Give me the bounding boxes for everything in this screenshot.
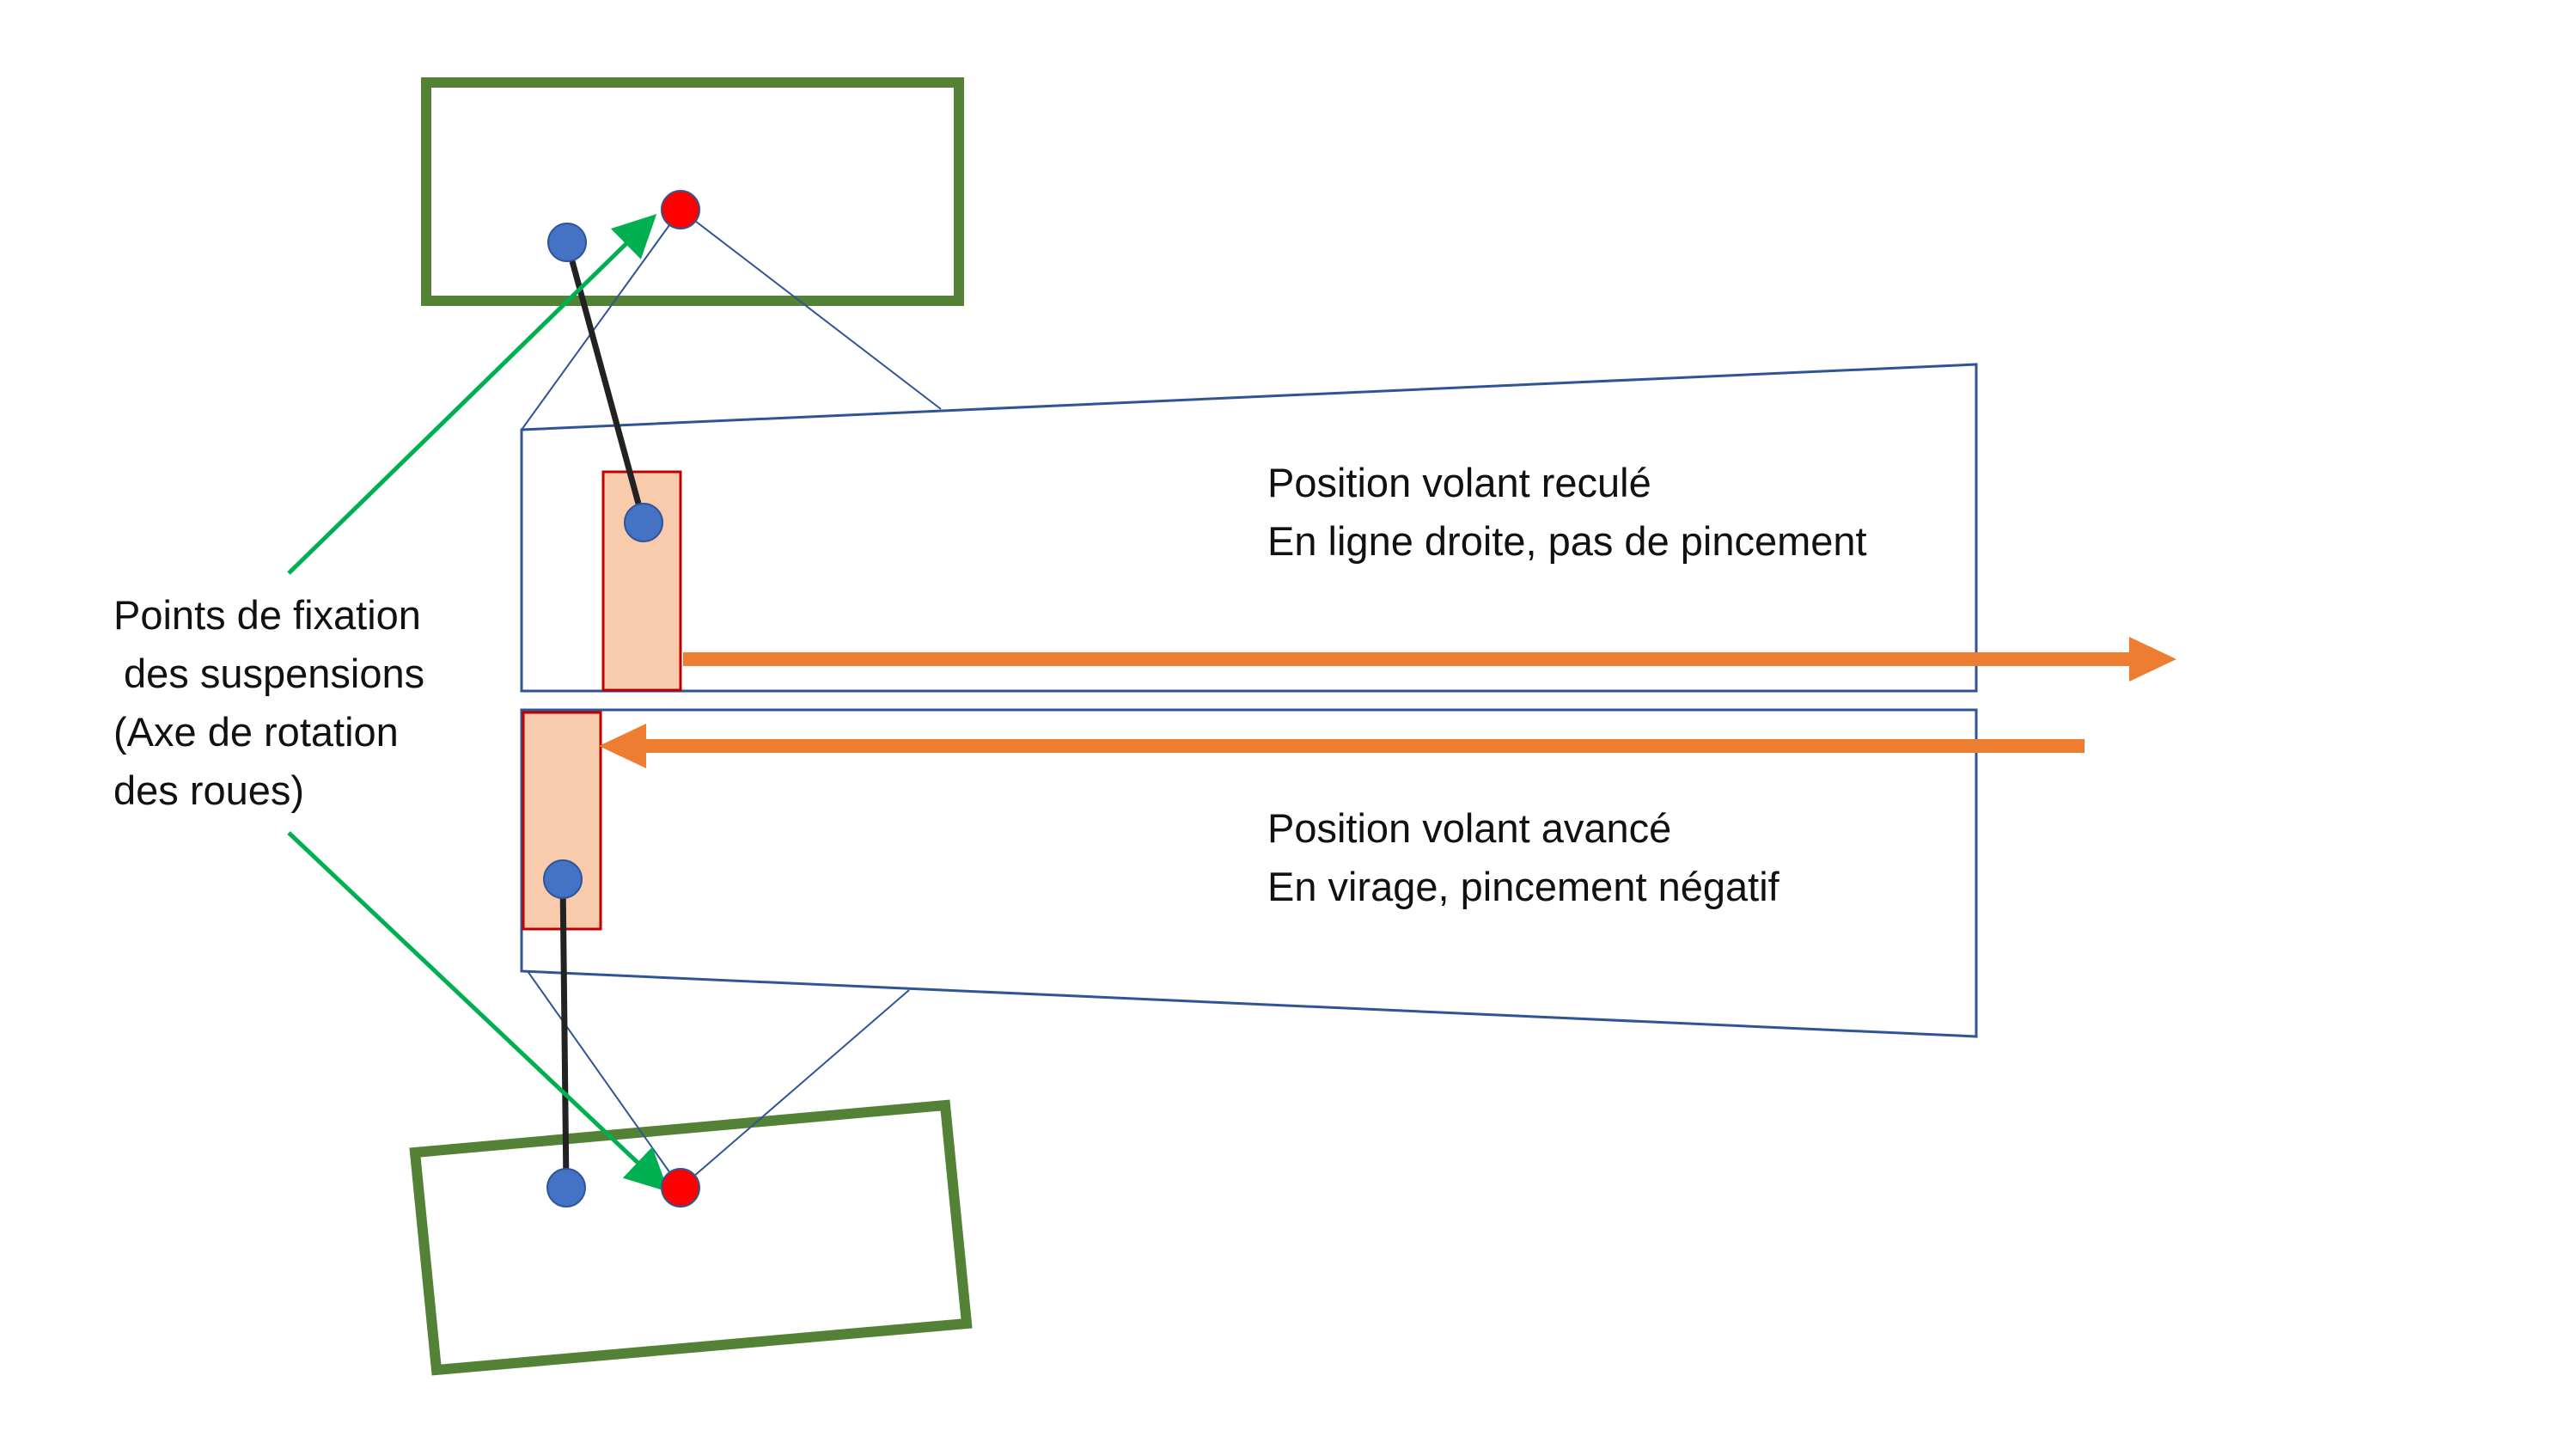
lower-chassis: [520, 708, 1978, 1038]
label-recule-line2: En ligne droite, pas de pincement: [1267, 518, 1867, 564]
arrow-right: [683, 637, 2176, 682]
label-fixation-line3: (Axe de rotation: [113, 709, 399, 755]
upper-chassis: [520, 363, 1978, 693]
label-avance-line1: Position volant avancé: [1267, 805, 1671, 851]
lower-suspension-lines: [527, 970, 910, 1189]
label-fixation: Points de fixation des suspensions (Axe …: [113, 592, 424, 813]
axis-point-bottom: [661, 1168, 700, 1208]
top-wheel: [421, 77, 964, 306]
label-fixation-line2: des suspensions: [124, 651, 424, 696]
arrow-left: [599, 724, 2085, 768]
bottom-wheel: [409, 1099, 973, 1376]
lower-tie-rod: [559, 878, 570, 1189]
label-fixation-line1: Points de fixation: [113, 592, 421, 638]
label-avance: Position volant avancé En virage, pincem…: [1267, 805, 1780, 909]
pivot-bottom-wheel: [546, 1168, 586, 1208]
pivot-bottom-rack: [543, 859, 583, 899]
pointer-arrow-bottom: [287, 831, 669, 1192]
label-recule-line1: Position volant reculé: [1267, 460, 1651, 505]
label-avance-line2: En virage, pincement négatif: [1267, 864, 1780, 909]
label-recule: Position volant reculé En ligne droite, …: [1267, 460, 1867, 564]
label-fixation-line4: des roues): [113, 767, 304, 813]
pivot-top-rack: [624, 503, 663, 542]
axis-point-top: [661, 190, 700, 229]
pivot-top-wheel: [547, 223, 587, 262]
pointer-arrow-top: [287, 214, 657, 575]
